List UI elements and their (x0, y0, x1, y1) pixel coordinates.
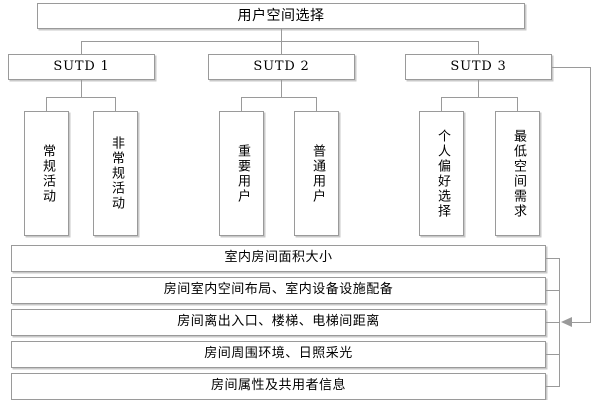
leaf-node-personal-preference-label: 个人偏好选择 (434, 128, 450, 219)
connector-sutd-3-feedback-bottom (572, 322, 591, 323)
connector-sutd-2-stem (281, 80, 282, 97)
root-node-label: 用户空间选择 (237, 7, 325, 24)
branch-node-sutd-1[interactable]: SUTD 1 (8, 54, 155, 80)
connector-sutd-1-stem (81, 80, 82, 97)
connector-sutd-3-bus (441, 97, 517, 98)
root-node-user-space-selection[interactable]: 用户空间选择 (37, 3, 525, 29)
connector-sutd-3-to-leaf-2 (517, 97, 518, 111)
branch-node-sutd-3[interactable]: SUTD 3 (405, 54, 552, 80)
connector-criteria-1-stub (546, 258, 560, 259)
connector-sutd-1-to-leaf-2 (115, 97, 116, 111)
connector-criteria-5-stub (546, 386, 560, 387)
connector-criteria-collector-bus (559, 258, 560, 387)
leaf-node-ordinary-user-label: 普通用户 (309, 143, 325, 204)
leaf-node-nonroutine-activity-label: 非常规活动 (108, 136, 124, 211)
connector-bus-to-sutd-3 (478, 41, 479, 54)
criteria-bar-room-attributes[interactable]: 房间属性及共用者信息 (11, 373, 546, 400)
criteria-bar-room-area[interactable]: 室内房间面积大小 (11, 245, 546, 272)
connector-sutd-3-feedback-top (552, 67, 590, 68)
connector-bus-to-sutd-1 (81, 41, 82, 54)
criteria-bar-distance-to-access[interactable]: 房间离出入口、楼梯、电梯间距离 (11, 309, 546, 336)
connector-sutd-2-bus (241, 97, 316, 98)
criteria-bar-interior-layout-label: 房间室内空间布局、室内设备设施配备 (163, 282, 394, 298)
criteria-bar-room-area-label: 室内房间面积大小 (224, 250, 333, 266)
connector-sutd-3-feedback-vertical (590, 67, 591, 322)
connector-root-stem (281, 29, 282, 42)
leaf-node-routine-activity-label: 常规活动 (39, 143, 55, 204)
branch-node-sutd-2-label: SUTD 2 (253, 58, 310, 74)
connector-sutd-1-bus (46, 97, 116, 98)
connector-criteria-3-stub (546, 322, 560, 323)
connector-sutd-2-to-leaf-1 (241, 97, 242, 111)
criteria-bar-room-attributes-label: 房间属性及共用者信息 (210, 378, 346, 394)
leaf-node-ordinary-user[interactable]: 普通用户 (294, 111, 339, 236)
leaf-node-minimum-space-requirement-label: 最低空间需求 (510, 128, 526, 219)
connector-branch-bus (81, 41, 479, 42)
criteria-bar-surrounding-environment[interactable]: 房间周围环境、日照采光 (11, 341, 546, 368)
criteria-bar-distance-to-access-label: 房间离出入口、楼梯、电梯间距离 (177, 314, 380, 330)
connector-sutd-3-stem (478, 80, 479, 97)
leaf-node-important-user[interactable]: 重要用户 (219, 111, 264, 236)
connector-criteria-2-stub (546, 290, 560, 291)
leaf-node-personal-preference[interactable]: 个人偏好选择 (419, 111, 464, 236)
leaf-node-important-user-label: 重要用户 (234, 143, 250, 204)
branch-node-sutd-2[interactable]: SUTD 2 (208, 54, 355, 80)
leaf-node-minimum-space-requirement[interactable]: 最低空间需求 (495, 111, 540, 236)
branch-node-sutd-1-label: SUTD 1 (53, 58, 110, 74)
connector-sutd-1-to-leaf-1 (46, 97, 47, 111)
connector-criteria-4-stub (546, 354, 560, 355)
leaf-node-routine-activity[interactable]: 常规活动 (24, 111, 69, 236)
connector-sutd-2-to-leaf-2 (316, 97, 317, 111)
leaf-node-nonroutine-activity[interactable]: 非常规活动 (93, 111, 138, 236)
connector-feedback-arrowhead-icon (561, 317, 572, 327)
branch-node-sutd-3-label: SUTD 3 (450, 58, 507, 74)
criteria-bar-interior-layout[interactable]: 房间室内空间布局、室内设备设施配备 (11, 277, 546, 304)
connector-bus-to-sutd-2 (281, 41, 282, 54)
connector-sutd-3-to-leaf-1 (441, 97, 442, 111)
criteria-bar-surrounding-environment-label: 房间周围环境、日照采光 (204, 346, 353, 362)
